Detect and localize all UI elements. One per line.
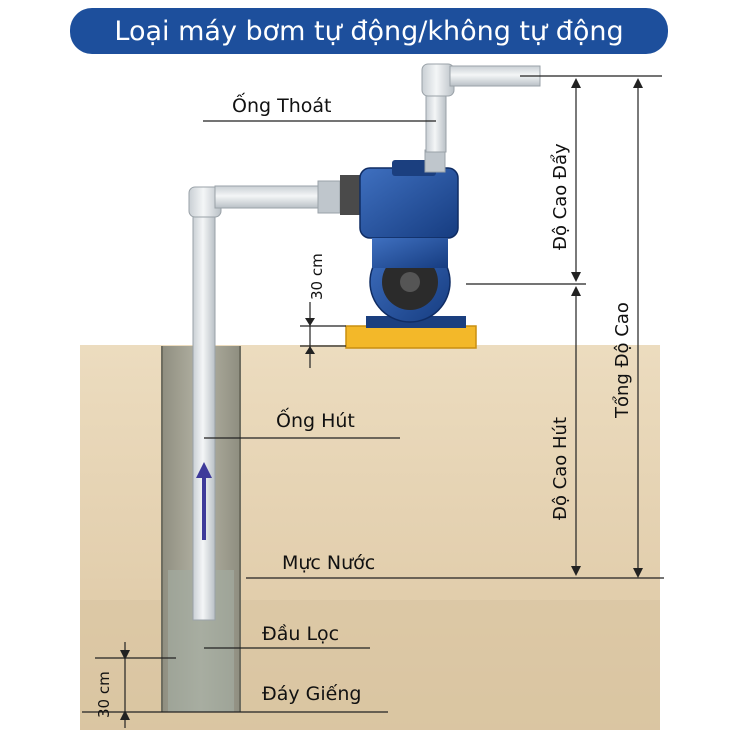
title-banner	[70, 8, 668, 54]
label-suction-height: Độ Cao Hút	[550, 417, 571, 520]
suction-height-arrow-bottom	[571, 566, 581, 576]
bottom-dim-arrow-bottom	[120, 710, 130, 720]
bottom-dim-arrow-top	[120, 650, 130, 660]
suction-pipe	[192, 204, 216, 621]
total-height-arrow-bottom	[633, 568, 643, 578]
pump-dim-arrow-bottom	[305, 346, 315, 354]
label-pump-offset: 30 cm	[308, 253, 326, 300]
label-total-height: Tổng Độ Cao	[612, 302, 633, 419]
discharge-coupling	[424, 149, 446, 173]
push-height-arrow-top	[571, 78, 581, 88]
suction-coupling	[317, 180, 341, 214]
label-push-height: Độ Cao Đẩy	[550, 143, 571, 250]
pump-body	[359, 167, 459, 239]
title-text: Loại máy bơm tự động/không tự động	[114, 16, 623, 47]
suction-pipe-horizontal	[214, 185, 326, 209]
pump-dim-arrow-top	[305, 318, 315, 326]
discharge-elbow	[421, 63, 455, 97]
suction-height-arrow-top	[571, 286, 581, 296]
label-well-bottom: Đáy Giếng	[262, 683, 361, 705]
pump-base-plate	[345, 325, 477, 349]
total-height-arrow-top	[633, 78, 643, 88]
push-height-arrow-bottom	[571, 272, 581, 282]
label-filter-head: Đầu Lọc	[262, 623, 339, 645]
label-bottom-offset: 30 cm	[95, 671, 113, 718]
label-discharge-pipe: Ống Thoát	[232, 91, 331, 117]
flow-arrow-icon	[196, 462, 212, 478]
pump-neck	[372, 238, 448, 268]
label-water-level: Mực Nước	[282, 552, 375, 574]
discharge-pipe	[425, 87, 447, 153]
label-suction-pipe: Ống Hút	[276, 406, 355, 432]
pump-hub	[400, 272, 420, 292]
